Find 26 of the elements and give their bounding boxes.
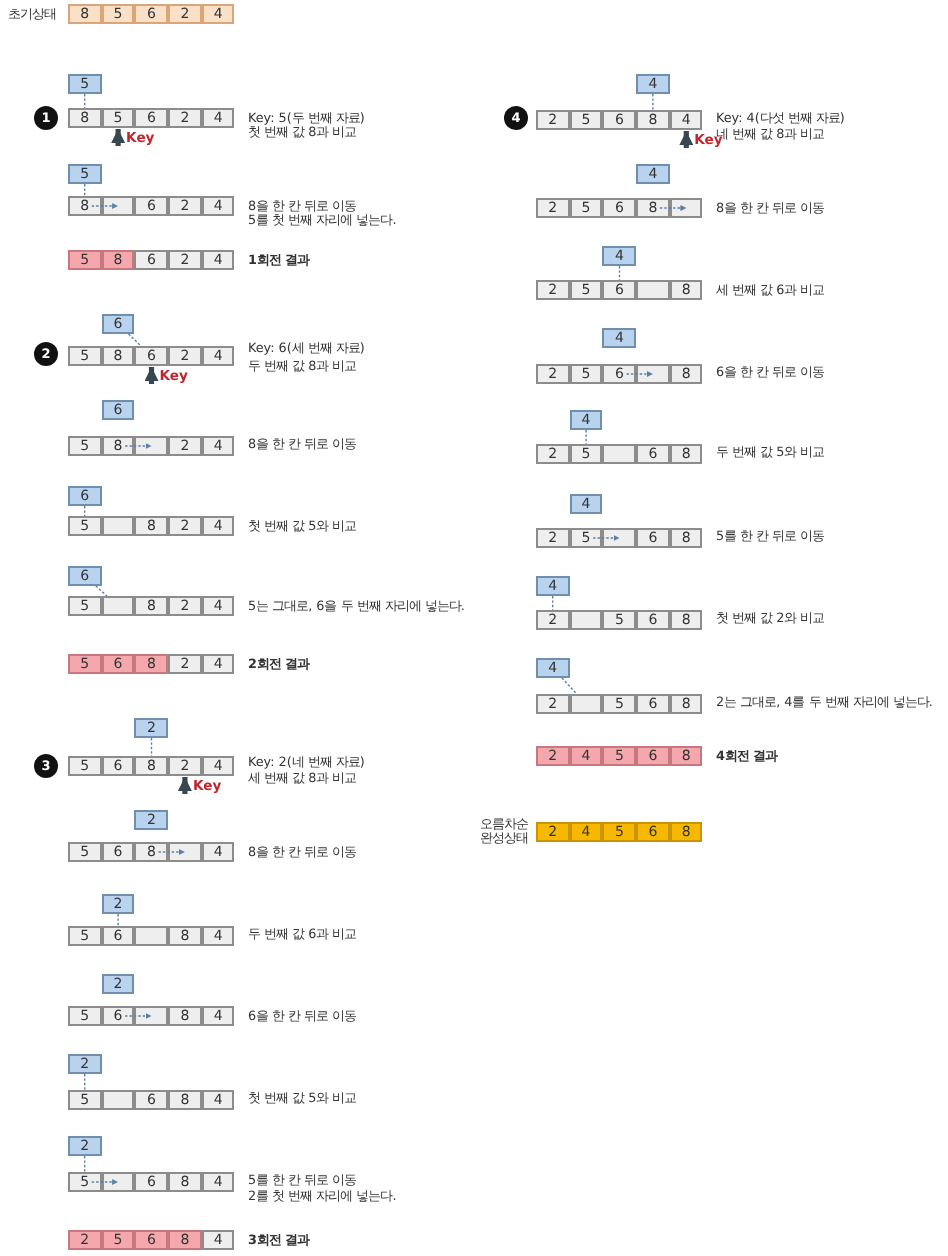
- dotted-line: [117, 913, 119, 927]
- dotted-line: [127, 333, 142, 347]
- dotted-line: [84, 93, 86, 109]
- dotted-arrow: [625, 371, 654, 377]
- dotted-line: [652, 93, 654, 111]
- dotted-line: [561, 677, 578, 695]
- dotted-arrow: [91, 203, 119, 209]
- key-arrow: [679, 131, 694, 148]
- dotted-arrow: [592, 535, 621, 541]
- dotted-line: [150, 737, 153, 757]
- dotted-line: [84, 1155, 86, 1173]
- dotted-arrow: [124, 443, 153, 449]
- dotted-line: [84, 505, 86, 517]
- dotted-arrow: [157, 849, 186, 855]
- dotted-line: [84, 1073, 86, 1091]
- dotted-line: [84, 183, 86, 197]
- dotted-arrow: [659, 205, 687, 211]
- dotted-line: [618, 265, 621, 281]
- dotted-arrow: [91, 1179, 119, 1185]
- key-arrow: [144, 367, 159, 384]
- dotted-arrow: [124, 1013, 153, 1019]
- key-arrow: [111, 129, 126, 146]
- dotted-line: [95, 585, 108, 597]
- key-arrow: [177, 777, 192, 794]
- dotted-line: [552, 595, 554, 611]
- dotted-line: [585, 429, 587, 445]
